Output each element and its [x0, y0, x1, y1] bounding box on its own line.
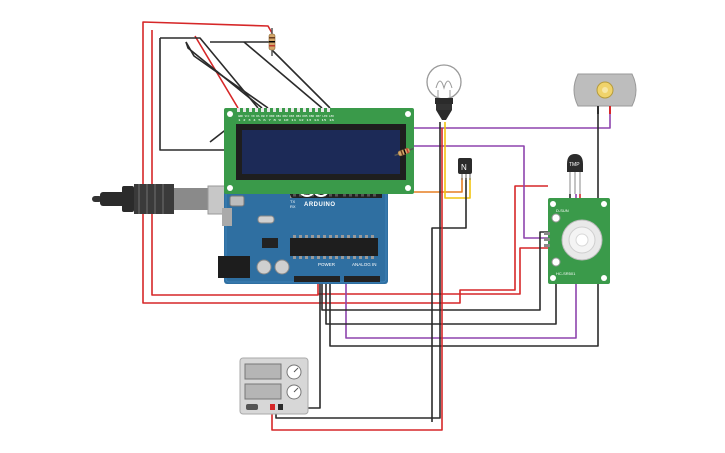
pir-trim-1[interactable]: [551, 213, 561, 223]
transistor-npn[interactable]: N: [458, 158, 472, 180]
arduino-analog-label: ANALOG IN: [352, 262, 377, 267]
atmega-chip: [290, 238, 378, 256]
arduino-l-label: L: [290, 194, 293, 199]
wire-red-5v-right: [318, 247, 548, 295]
pir-bottom-label: HC-SR501: [556, 271, 576, 276]
wire-purple-lcd-to-motor: [414, 112, 611, 129]
reset-button[interactable]: [229, 195, 245, 207]
resistor-lcd-backlight[interactable]: [394, 146, 415, 158]
wire-black-lcd-pins-1: [160, 37, 259, 109]
supply-terminal-neg[interactable]: [278, 404, 283, 410]
wire-red-inner-loop: [151, 30, 319, 296]
analog-header[interactable]: [344, 276, 380, 282]
power-supply[interactable]: [239, 357, 309, 415]
power-jack: [218, 256, 250, 278]
wire-black-lcd-pins-4: [210, 41, 273, 48]
supply-display-2: [244, 383, 282, 400]
wire-black-lcd-pins-5: [271, 49, 331, 109]
arduino-brand: ARDUINO: [304, 202, 336, 208]
pir-top-label: D-SUN: [556, 208, 569, 213]
wire-yellow-bulb-to-transistor: [444, 122, 471, 199]
wire-black-lcd-loop: [159, 38, 226, 151]
wire-black-lcd-pins-2: [185, 41, 263, 109]
arduino-uno[interactable]: UNO ARDUINO TX RX L POWER ANALOG IN: [218, 183, 388, 284]
arduino-tx-label: TX: [290, 199, 295, 204]
wire-purple-resistor-to-pir: [412, 145, 548, 239]
transistor-label: N: [461, 163, 467, 172]
tmp-label: TMP: [569, 162, 580, 168]
crystal: [257, 215, 275, 224]
capacitor-1: [256, 259, 272, 275]
supply-display-1: [244, 363, 282, 380]
wire-orange-lcd-to-transistor: [411, 154, 463, 193]
power-header[interactable]: [294, 276, 340, 282]
lcd-16x2[interactable]: GND VCC V0 RS RW E DB0 DB1 DB2 DB3 DB4 D…: [224, 108, 414, 194]
pir-sensor[interactable]: D-SUN HC-SR501: [544, 198, 610, 284]
arduino-rx-label: RX: [290, 204, 296, 209]
lcd-pin-numbers: 1 2 3 4 5 6 7 8 9 10 11 12 13 14 15 16: [238, 119, 335, 122]
lcd-screen: [242, 130, 400, 174]
wire-black-lcd-pins-6: [243, 41, 323, 109]
supply-switch[interactable]: [246, 404, 258, 410]
pir-trim-2[interactable]: [551, 257, 561, 267]
wire-red-supply: [271, 128, 443, 431]
supply-terminal-pos[interactable]: [270, 404, 275, 410]
lcd-pin-labels: GND VCC V0 RS RW E DB0 DB1 DB2 DB3 DB4 D…: [238, 115, 335, 118]
wire-black-gnd-1: [321, 231, 548, 311]
wire-black-lcd-pins-3: [185, 41, 269, 109]
dc-motor[interactable]: [573, 73, 637, 114]
arduino-power-label: POWER: [318, 262, 336, 267]
capacitor-2: [274, 259, 290, 275]
wire-black-gnd-2: [325, 262, 557, 325]
wire-black-transistor-down: [431, 178, 467, 422]
temperature-sensor[interactable]: TMP: [567, 154, 583, 194]
wire-red-top-loop: [142, 21, 548, 304]
light-bulb[interactable]: [426, 64, 462, 120]
resistor-top[interactable]: [268, 28, 276, 56]
